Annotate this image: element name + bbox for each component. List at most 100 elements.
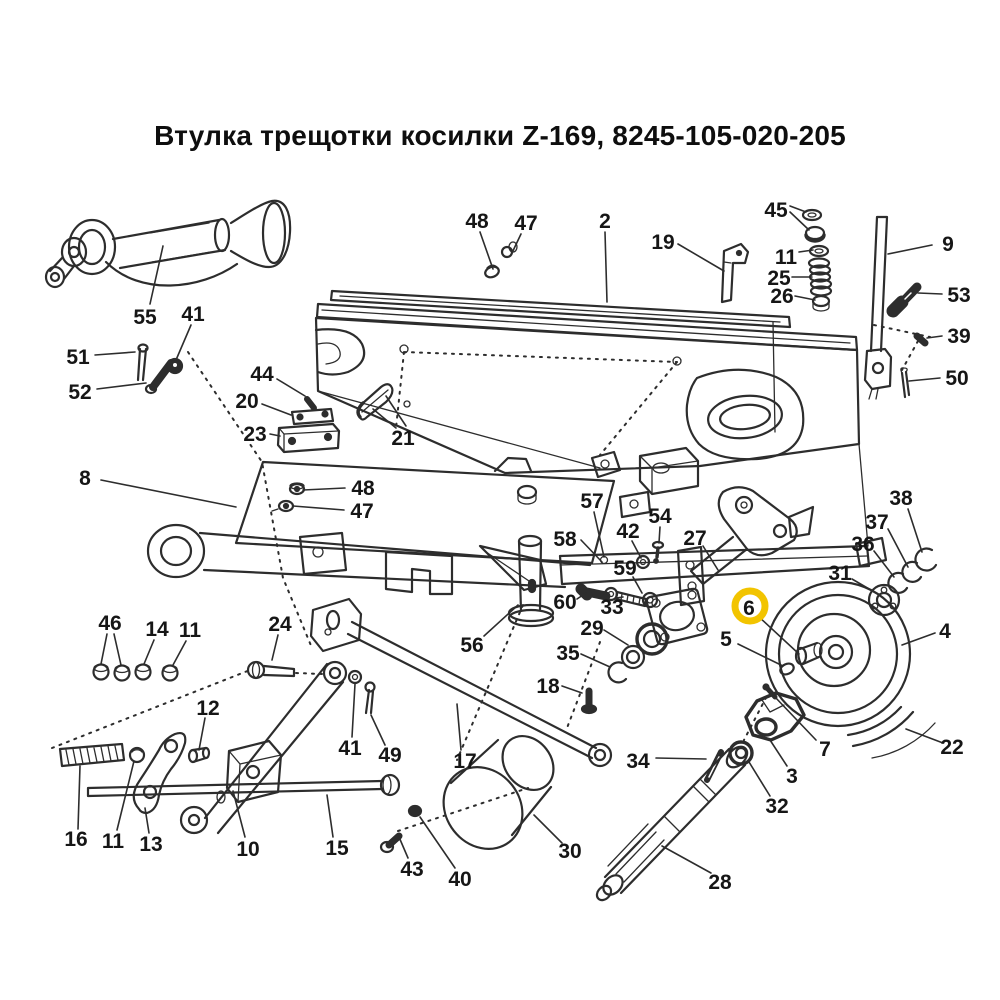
part-label-33-30: 33	[600, 596, 623, 619]
part-label-47-22: 47	[350, 500, 373, 523]
splined-shaft	[595, 745, 749, 902]
leader-line-36	[873, 550, 895, 578]
leader-line-14	[143, 639, 155, 665]
part-label-37-38: 37	[865, 511, 888, 534]
leader-line-29	[603, 629, 629, 646]
part-label-52-2: 52	[68, 381, 91, 404]
leader-line-38	[907, 508, 923, 553]
leader-line-11	[798, 249, 814, 253]
part-label-25-14: 25	[767, 267, 791, 290]
leader-line-6	[757, 615, 800, 655]
leader-line-50	[908, 377, 941, 382]
part-label-16-52: 16	[64, 828, 87, 851]
pulley-group	[762, 547, 938, 759]
leader-line-44	[276, 378, 306, 397]
leader-line-28	[661, 845, 712, 874]
leader-line-9	[887, 244, 933, 255]
part-label-48-21: 48	[351, 477, 375, 500]
right-column-parts	[720, 208, 929, 400]
leader-line-48	[302, 487, 346, 491]
leader-line-27	[702, 545, 719, 571]
leader-line-47	[510, 233, 522, 256]
leader-line-8	[100, 479, 237, 508]
leader-line-5	[737, 643, 784, 667]
part-label-18-33: 18	[536, 675, 560, 698]
part-label-4-40: 4	[939, 620, 951, 643]
part-label-26-15: 26	[770, 285, 793, 308]
leader-line-11	[116, 760, 135, 831]
part-label-15-51: 15	[325, 837, 349, 860]
part-label-27-27: 27	[683, 527, 706, 550]
part-label-32-44: 32	[765, 795, 788, 818]
leader-line-57	[593, 511, 605, 558]
part-label-6-34: 6	[743, 597, 755, 620]
part-label-35-32: 35	[556, 642, 580, 665]
part-label-21-7: 21	[391, 427, 415, 450]
leader-line-33	[615, 596, 624, 599]
roller-cylinder	[442, 735, 555, 850]
part-label-3-43: 3	[786, 765, 798, 788]
bolt-18	[580, 687, 598, 715]
leader-line-18	[561, 685, 583, 694]
leader-line-26	[794, 295, 816, 301]
part-label-29-31: 29	[580, 617, 603, 640]
leader-line-49	[370, 714, 386, 746]
part-label-57-23: 57	[580, 490, 603, 513]
hidden-contour-dotted	[395, 344, 682, 456]
part-label-22-41: 22	[940, 736, 963, 759]
leader-line-31	[851, 578, 877, 594]
part-label-39-18: 39	[947, 325, 970, 348]
leader-line-32	[748, 761, 771, 797]
part-label-55-0: 55	[133, 306, 157, 329]
leader-line-21	[385, 395, 407, 427]
part-label-11-53: 11	[102, 830, 125, 853]
part-label-51-1: 51	[66, 346, 90, 369]
part-label-36-37: 36	[851, 533, 874, 556]
leader-line-21	[372, 408, 397, 429]
leader-line-16	[77, 765, 81, 830]
part-label-44-4: 44	[250, 363, 274, 386]
leader-line-17	[456, 703, 462, 751]
part-label-5-35: 5	[720, 628, 732, 651]
assembly-axis-dotted	[51, 324, 931, 832]
leader-line-37	[887, 528, 909, 568]
part-label-49-62: 49	[378, 744, 401, 767]
part-label-17-48: 17	[453, 750, 476, 773]
link-bracket	[689, 486, 815, 586]
tie-bar	[309, 597, 613, 768]
part-label-48-8: 48	[465, 210, 489, 233]
leader-line-52	[96, 382, 147, 390]
diagram-title: Втулка трещотки косилки Z-169, 8245-105-…	[154, 120, 846, 151]
highlighted-part-ring	[731, 587, 769, 625]
part-label-30-47: 30	[558, 840, 581, 863]
leader-line-41	[175, 324, 192, 361]
leader-line-54	[658, 526, 661, 544]
leader-line-15	[326, 794, 334, 838]
leader-line-56	[483, 604, 519, 637]
part-label-28-46: 28	[708, 871, 732, 894]
leader-line-48	[479, 231, 494, 270]
part-label-54-24: 54	[648, 505, 672, 528]
leader-line-45	[789, 205, 807, 213]
part-label-19-11: 19	[651, 231, 674, 254]
leader-line-42	[631, 540, 642, 559]
part-label-12-56: 12	[196, 697, 219, 720]
part-label-50-19: 50	[945, 367, 968, 390]
leader-line-19	[677, 243, 725, 272]
leader-line-22	[905, 728, 944, 744]
leader-line-47	[292, 505, 345, 511]
part-label-9-16: 9	[942, 233, 954, 256]
part-label-40-50: 40	[448, 868, 471, 891]
part-label-42-26: 42	[616, 520, 639, 543]
leader-lines	[77, 205, 944, 874]
part-label-23-6: 23	[243, 423, 266, 446]
part-label-43-49: 43	[400, 858, 423, 881]
leader-line-45	[789, 211, 810, 231]
leader-line-55	[149, 245, 164, 305]
leader-line-13	[144, 807, 150, 834]
part-label-38-39: 38	[889, 487, 913, 510]
part-label-20-5: 20	[235, 390, 258, 413]
leader-line-35	[580, 653, 611, 668]
